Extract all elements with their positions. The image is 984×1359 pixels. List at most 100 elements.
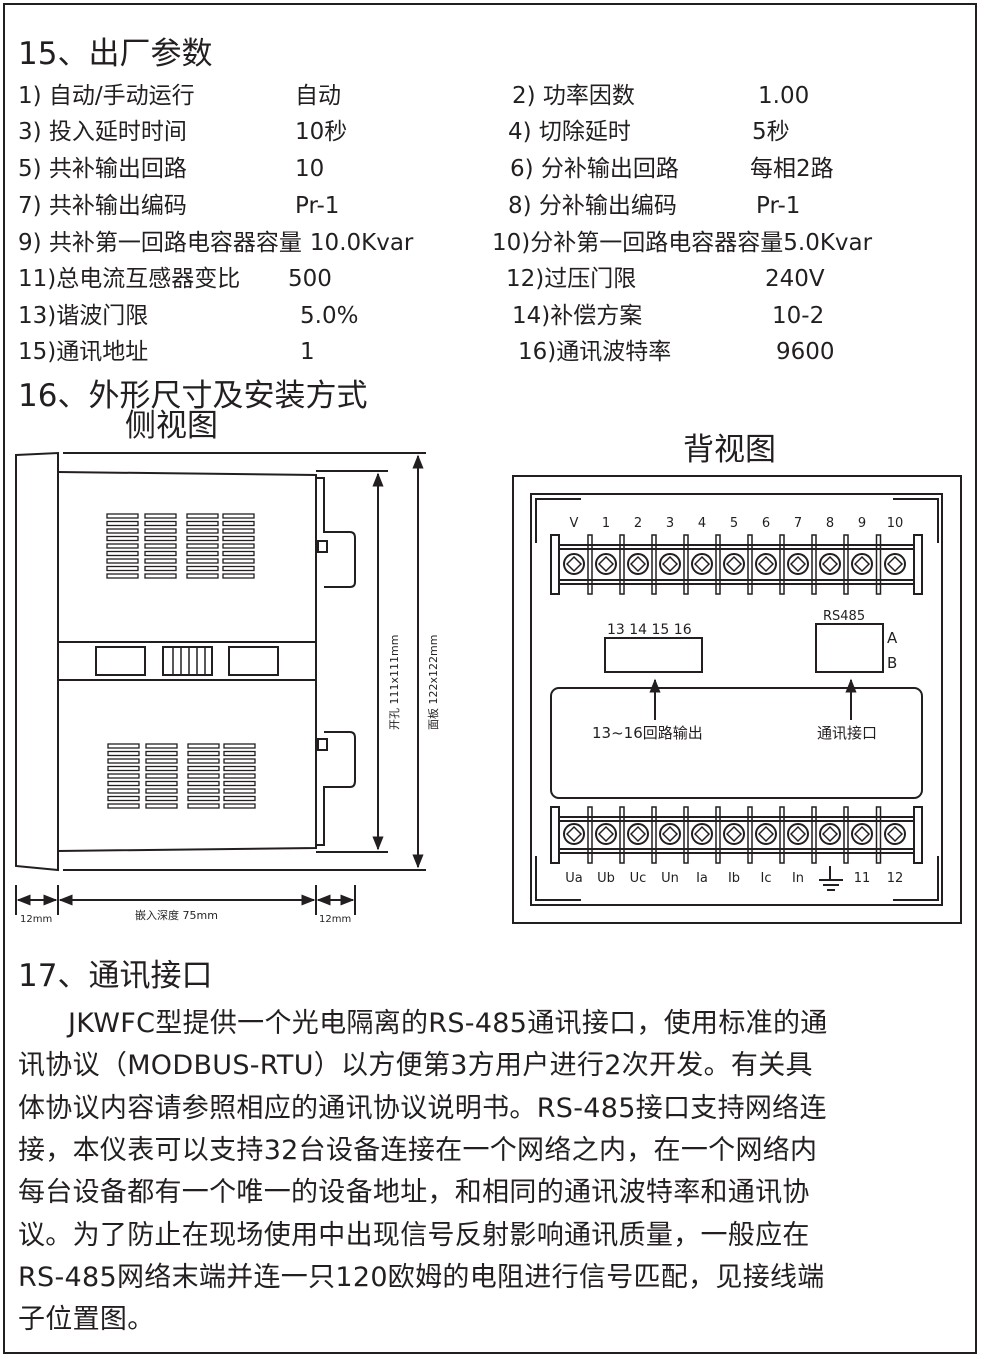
param-label: 16)通讯波特率 bbox=[518, 339, 672, 365]
vent-slot bbox=[222, 558, 255, 564]
cutout-dimension: 开孔 111x111mm bbox=[388, 635, 401, 730]
paragraph-line: JKWFC型提供一个光电隔离的RS-485通讯接口，使用标准的通 bbox=[68, 1008, 828, 1039]
vent-slot bbox=[223, 750, 256, 757]
param-value: 1.00 bbox=[758, 83, 810, 109]
terminal-barrier bbox=[619, 534, 625, 595]
vent-slot bbox=[145, 765, 178, 772]
terminal-screw-icon bbox=[851, 823, 873, 845]
param-label: 1) 自动/手动运行 bbox=[18, 83, 195, 109]
terminal-screw-icon bbox=[659, 823, 681, 845]
param-label: 2) 功率因数 bbox=[512, 83, 635, 109]
vent-slot bbox=[106, 565, 139, 572]
vent-slot bbox=[222, 513, 255, 519]
terminal-barrier bbox=[747, 806, 753, 864]
section-17-title: 17、通讯接口 bbox=[18, 958, 213, 994]
rs485-label: RS485 bbox=[823, 609, 865, 624]
terminal-barrier bbox=[587, 806, 593, 864]
vent-slot bbox=[106, 558, 139, 564]
terminal-label: Uc bbox=[630, 871, 647, 886]
vent-slot bbox=[187, 795, 220, 802]
vent-slot bbox=[186, 543, 219, 549]
vent-slot bbox=[107, 765, 140, 772]
param-label-text: 10)分补第一回路电容器容量 bbox=[492, 230, 784, 256]
vent-slot bbox=[187, 788, 220, 794]
back-view bbox=[512, 475, 962, 924]
rs485-b-label: B bbox=[887, 654, 897, 672]
vent-slot bbox=[106, 573, 139, 579]
terminal-screw-icon bbox=[884, 823, 906, 845]
terminal-barrier bbox=[683, 534, 689, 595]
param-label: 5) 共补输出回路 bbox=[18, 156, 187, 182]
vent-slot bbox=[107, 780, 140, 787]
param-value: 5秒 bbox=[752, 119, 790, 145]
terminal-label: 11 bbox=[854, 871, 871, 886]
terminal-label: 6 bbox=[762, 516, 770, 531]
vent-slot bbox=[186, 513, 219, 519]
terminal-block bbox=[550, 534, 923, 595]
terminal-barrier bbox=[651, 806, 657, 864]
terminal-label: 5 bbox=[730, 516, 738, 531]
terminal-screw-icon bbox=[691, 553, 713, 575]
vent-slot bbox=[223, 743, 256, 749]
vent-slot bbox=[186, 550, 219, 557]
vent-slot bbox=[186, 573, 219, 579]
param-label: 4) 切除延时 bbox=[508, 119, 631, 145]
vent-slot bbox=[144, 565, 177, 572]
vent-slot bbox=[106, 535, 139, 542]
terminal-label: 3 bbox=[666, 516, 674, 531]
terminal-block bbox=[550, 806, 923, 864]
terminal-screw-icon bbox=[787, 553, 809, 575]
vent-slot bbox=[107, 795, 140, 802]
param-value: 10 bbox=[295, 156, 325, 182]
terminal-screw-icon bbox=[691, 823, 713, 845]
terminal-label: 7 bbox=[794, 516, 802, 531]
terminal-screw-icon bbox=[595, 823, 617, 845]
param-value: Pr-1 bbox=[756, 193, 801, 219]
terminal-barrier bbox=[587, 534, 593, 595]
param-value: 每相2路 bbox=[750, 156, 834, 182]
vent-slot bbox=[187, 780, 220, 787]
param-value: 5.0Kvar bbox=[783, 230, 873, 256]
side-view-title: 侧视图 bbox=[125, 408, 218, 444]
vent-slot bbox=[145, 750, 178, 757]
terminal-barrier bbox=[843, 534, 849, 595]
vent-slot bbox=[107, 743, 140, 749]
terminal-label: 10 bbox=[887, 516, 904, 531]
paragraph-line: 每台设备都有一个唯一的设备地址，和相同的通讯波特率和通讯协 bbox=[18, 1177, 810, 1209]
terminal-screw-icon bbox=[723, 823, 745, 845]
param-label-text: 9) 共补第一回路电容器容量 bbox=[18, 230, 302, 256]
param-label: 7) 共补输出编码 bbox=[18, 193, 187, 219]
terminal-screw-icon bbox=[723, 553, 745, 575]
vent-slot bbox=[187, 758, 220, 764]
vent-slot bbox=[187, 765, 220, 772]
embed-depth-label: 嵌入深度 75mm bbox=[135, 908, 218, 922]
vent-slot bbox=[145, 773, 178, 779]
vent-slot bbox=[223, 773, 256, 779]
paragraph-line: 体协议内容请参照相应的通讯协议说明书。RS-485接口支持网络连 bbox=[18, 1092, 827, 1124]
terminal-label: 1 bbox=[602, 516, 610, 531]
vent-slot bbox=[144, 543, 177, 549]
vent-slot bbox=[223, 780, 256, 787]
terminal-screw-icon bbox=[819, 823, 841, 845]
terminal-label: Ib bbox=[728, 871, 740, 886]
relay-output-note: 13~16回路输出 bbox=[592, 724, 703, 742]
ground-icon bbox=[819, 866, 843, 891]
terminal-barrier bbox=[651, 534, 657, 595]
param-label: 11)总电流互感器变比 bbox=[18, 266, 241, 292]
param-label: 3) 投入延时时间 bbox=[18, 119, 187, 145]
vent-slot bbox=[145, 780, 178, 787]
vent-slot bbox=[144, 528, 177, 534]
terminal-label: 8 bbox=[826, 516, 834, 531]
side-view bbox=[15, 451, 426, 915]
vent-slot bbox=[107, 758, 140, 764]
rs485-a-label: A bbox=[887, 629, 898, 647]
terminal-barrier bbox=[875, 806, 882, 864]
terminal-barrier bbox=[619, 806, 625, 864]
terminal-barrier bbox=[779, 806, 785, 864]
param-value: 5.0% bbox=[300, 303, 359, 329]
terminal-barrier bbox=[811, 806, 817, 864]
terminal-label: Un bbox=[661, 871, 679, 886]
clip-depth-label: 12mm bbox=[319, 914, 351, 925]
vent-slot bbox=[144, 520, 177, 527]
terminal-barrier bbox=[875, 534, 882, 595]
